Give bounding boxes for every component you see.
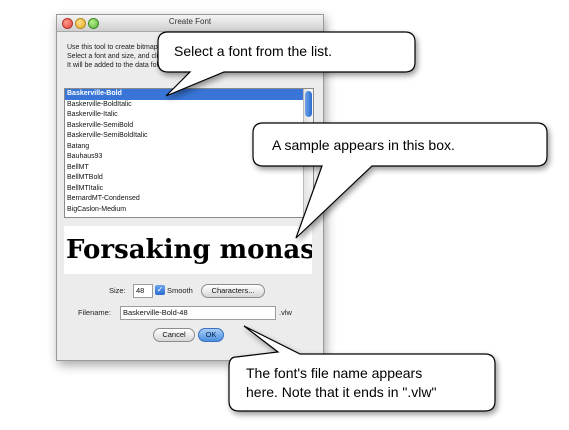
create-font-dialog: Create Font Use this tool to create bitm… xyxy=(56,14,324,361)
font-list-item[interactable]: Bauhaus93 xyxy=(67,153,103,160)
size-label: Size: xyxy=(109,286,126,295)
font-list-item[interactable]: BellMTBold xyxy=(67,174,103,181)
scrollbar-thumb[interactable] xyxy=(305,91,312,117)
font-list-item[interactable]: Baskerville-SemiBold xyxy=(67,121,134,129)
intro-line: Use this tool to create bitmap fonts for… xyxy=(67,44,231,51)
close-button[interactable] xyxy=(62,18,73,29)
filename-label: Filename: xyxy=(78,308,111,317)
font-list-item[interactable]: BellMTItalic xyxy=(67,184,104,192)
intro-line: It will be added to the data folder of t… xyxy=(67,62,236,69)
font-list[interactable]: Baskerville-Bold Baskerville-BoldItalic … xyxy=(64,88,314,218)
smooth-checkbox[interactable]: ✓ xyxy=(155,285,165,295)
callout-filename-text-line2: here. Note that it ends in ".vlw" xyxy=(246,384,437,400)
title-bar[interactable]: Create Font xyxy=(57,15,323,32)
smooth-label: Smooth xyxy=(167,286,193,295)
window-title: Create Font xyxy=(168,17,212,26)
font-list-item[interactable]: BellMT xyxy=(67,163,89,171)
callout-filename-text-line1: The font's file name appears xyxy=(246,365,423,381)
zoom-button[interactable] xyxy=(88,18,99,29)
ok-button[interactable]: OK xyxy=(198,328,224,342)
minimize-button[interactable] xyxy=(75,18,86,29)
intro-line: Select a font and size, and click 'OK' t… xyxy=(67,53,245,60)
filename-input[interactable]: Baskerville-Bold-48 xyxy=(120,306,276,320)
font-list-item[interactable]: Baskerville-BoldItalic xyxy=(67,100,132,108)
filename-controls: Filename: Baskerville-Bold-48 .vlw xyxy=(78,306,318,320)
font-list-scrollbar[interactable] xyxy=(303,89,313,217)
intro-text: Use this tool to create bitmap fonts for… xyxy=(67,43,267,70)
font-list-item[interactable]: BernardMT-Condensed xyxy=(67,195,140,202)
size-controls: Size: 48 ✓ Smooth Characters... xyxy=(109,284,309,298)
sample-text: Forsaking monas xyxy=(66,235,312,265)
font-list-item[interactable]: Baskerville-Italic xyxy=(67,111,118,118)
font-list-item[interactable]: BigCaslon-Medium xyxy=(67,205,127,213)
size-input[interactable]: 48 xyxy=(133,284,153,298)
cancel-button[interactable]: Cancel xyxy=(153,328,195,342)
characters-button[interactable]: Characters... xyxy=(201,284,265,298)
font-list-item[interactable]: Batang xyxy=(67,142,90,150)
sample-preview-box: Forsaking monas xyxy=(64,226,312,274)
font-list-item[interactable]: Baskerville-SemiBoldItalic xyxy=(67,132,148,139)
font-list-item-selected[interactable]: Baskerville-Bold xyxy=(65,89,313,100)
filename-extension: .vlw xyxy=(279,308,292,317)
